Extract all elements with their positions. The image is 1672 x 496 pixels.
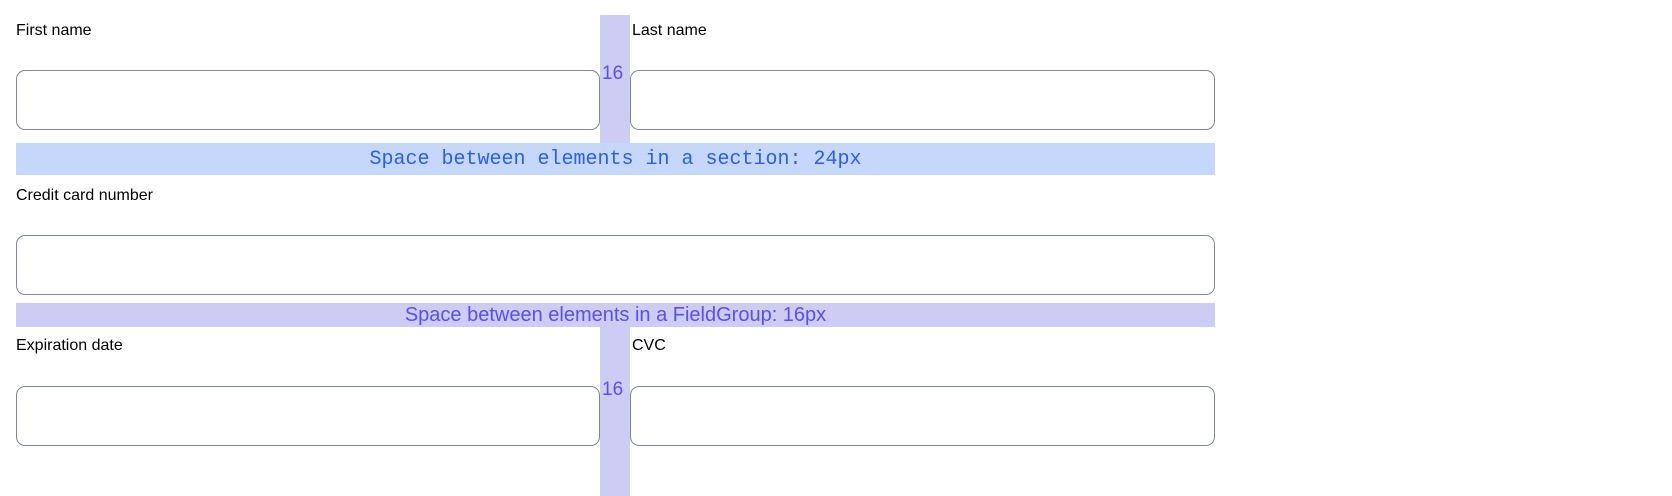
label-expiration-date: Expiration date: [16, 337, 123, 354]
annotation-band-section-spacing: Space between elements in a section: 24p…: [16, 143, 1215, 175]
label-credit-card-number: Credit card number: [16, 187, 153, 204]
input-last-name[interactable]: [630, 70, 1215, 130]
input-cvc[interactable]: [630, 386, 1215, 446]
column-gap-highlight-bottom: [600, 327, 630, 496]
input-credit-card-number[interactable]: [16, 235, 1215, 295]
column-gap-label-top: 16: [602, 63, 624, 84]
label-last-name: Last name: [632, 22, 707, 39]
label-first-name: First name: [16, 22, 92, 39]
annotation-fieldgroup-spacing-text: Space between elements in a FieldGroup: …: [404, 303, 827, 326]
column-gap-label-bottom: 16: [602, 379, 624, 400]
annotation-section-spacing-text: Space between elements in a section: 24p…: [369, 147, 862, 171]
label-cvc: CVC: [632, 337, 666, 354]
input-first-name[interactable]: [16, 70, 600, 130]
input-expiration-date[interactable]: [16, 386, 600, 446]
annotation-band-fieldgroup-spacing: Space between elements in a FieldGroup: …: [16, 303, 1215, 327]
column-gap-highlight-top: [600, 15, 630, 143]
